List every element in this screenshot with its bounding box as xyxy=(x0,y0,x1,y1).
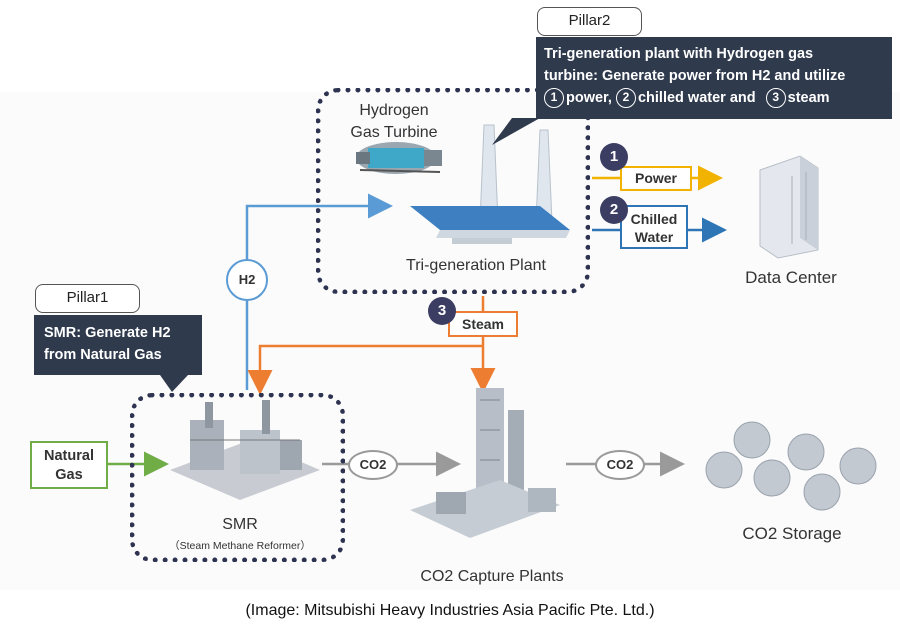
co2-capture-illustration xyxy=(410,388,560,538)
gas-turbine-illustration xyxy=(356,142,442,174)
h2-flow-line xyxy=(245,193,393,390)
pillar2-callout-line1: Tri-generation plant with Hydrogen gas xyxy=(544,46,814,62)
steam-flow-line-smr xyxy=(247,344,483,395)
chilled-water-flow-box: Chilled Water xyxy=(620,205,688,249)
pillar2-item-power: power, xyxy=(566,90,612,106)
co2-storage-illustration xyxy=(705,421,877,511)
natural-gas-flow-box: Natural Gas xyxy=(30,441,108,489)
pillar1-callout-line2: from Natural Gas xyxy=(44,347,162,363)
steam-flow-box: Steam xyxy=(448,311,518,337)
data-center-illustration xyxy=(759,155,819,259)
data-center-label: Data Center xyxy=(745,268,837,287)
hydrogen-gas-turbine-label: Hydrogen Gas Turbine xyxy=(334,100,454,144)
pillar2-tab: Pillar2 xyxy=(537,7,642,36)
pillar1-tab: Pillar1 xyxy=(35,284,140,313)
pillar1-callout-line1: SMR: Generate H2 xyxy=(44,325,171,341)
hydrogen-label-line2: Gas Turbine xyxy=(350,124,438,141)
co2-storage-label: CO2 Storage xyxy=(742,524,842,543)
num-3-icon: 3 xyxy=(765,88,786,109)
num-1-icon: 1 xyxy=(544,88,564,109)
trigen-plant-label: Tri-generation Plant xyxy=(406,257,546,274)
chilled-water-line2: Water xyxy=(634,229,674,245)
num-2-icon: 2 xyxy=(615,88,636,109)
pillar2-callout-pointer xyxy=(492,118,540,145)
co2-flow-circle-1: CO2 xyxy=(348,450,398,480)
pillar2-callout: Tri-generation plant with Hydrogen gas t… xyxy=(536,37,892,119)
chilled-water-line1: Chilled xyxy=(630,211,678,227)
smr-boundary xyxy=(130,393,345,562)
pillar2-item-steam: steam xyxy=(787,90,830,106)
trigen-plant-illustration xyxy=(410,124,570,244)
co2-capture-label: CO2 Capture Plants xyxy=(420,568,564,585)
pillar2-callout-line2: turbine: Generate power from H2 and util… xyxy=(544,68,846,84)
pillar1-callout-pointer xyxy=(160,375,188,392)
co2-flow-circle-2: CO2 xyxy=(595,450,645,480)
trigen-boundary xyxy=(316,88,590,294)
badge-3-icon: 3 xyxy=(428,297,456,325)
smr-full-name: （Steam Methane Reformer） xyxy=(169,540,311,552)
badge-1-icon: 1 xyxy=(600,143,628,171)
pillar2-item-chilled-water: chilled water and xyxy=(637,90,756,106)
image-caption: (Image: Mitsubishi Heavy Industries Asia… xyxy=(245,602,655,619)
h2-flow-circle: H2 xyxy=(226,259,268,301)
smr-plant-illustration xyxy=(170,400,320,500)
natural-gas-line2: Gas xyxy=(55,467,83,483)
pillar1-callout: SMR: Generate H2 from Natural Gas xyxy=(34,315,202,375)
power-flow-box: Power xyxy=(620,166,692,191)
smr-label: SMR xyxy=(222,516,258,533)
natural-gas-line1: Natural xyxy=(44,448,94,464)
hydrogen-label-line1: Hydrogen xyxy=(359,102,429,119)
badge-2-icon: 2 xyxy=(600,196,628,224)
